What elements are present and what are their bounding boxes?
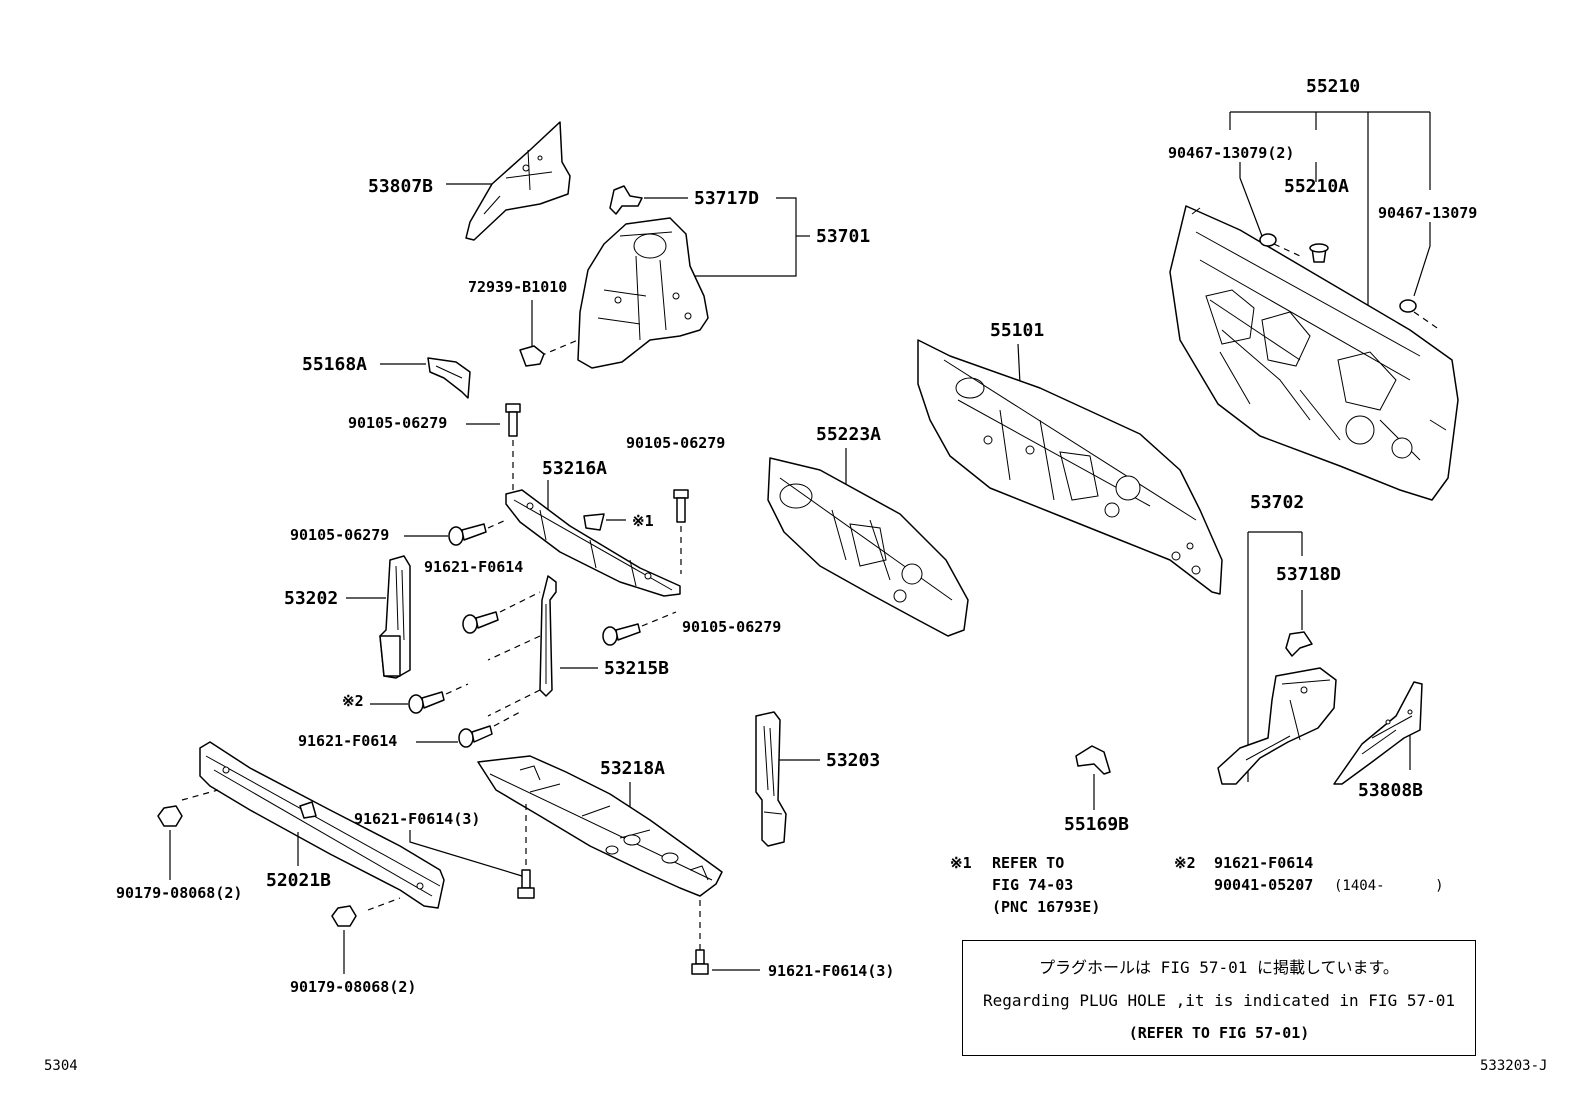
label-53808B: 53808B [1358,780,1423,801]
label-53203: 53203 [826,750,880,771]
label-90105-06279-d: 90105-06279 [682,618,781,636]
bracket-55169B [1075,745,1111,775]
label-55169B: 55169B [1064,814,1129,835]
bracket-53718D [1285,631,1313,657]
label-90467-13079: 90467-13079 [1378,204,1477,222]
bracket-55210 [1229,111,1431,310]
label-55210: 55210 [1306,76,1360,97]
label-53215B: 53215B [604,658,669,679]
bracket-53717D [609,185,643,215]
plug-hole-info-box: プラグホールは FIG 57-01 に掲載しています。 Regarding PL… [962,940,1476,1056]
label-53218A: 53218A [600,758,665,779]
label-90105-06279-b: 90105-06279 [626,434,725,452]
bolt-ref2 [408,691,445,714]
label-91621-F0614-a: 91621-F0614 [424,558,523,576]
label-ref1-mark: ※1 [632,512,654,530]
brace-53203 [755,711,787,847]
label-90179-08068-2-b: 90179-08068(2) [290,978,416,996]
footnote2-range: (1404- ) [1334,878,1444,894]
label-91621-F0614-3-a: 91621-F0614(3) [354,810,480,828]
nut-90179-b [331,905,357,927]
support-53218A [477,755,723,897]
page-ref-right: 533203-J [1480,1058,1547,1074]
dash-silencer-part [1169,205,1459,501]
label-91621-F0614-3-b: 91621-F0614(3) [768,962,894,980]
label-55210A: 55210A [1284,176,1349,197]
gusset-53807B [465,121,571,241]
apron-53702 [1217,667,1337,785]
info-japanese: プラグホールは FIG 57-01 に掲載しています。 [1039,957,1399,977]
footnote1-mark: ※1 [950,854,972,872]
bolt-90105-b [673,489,689,523]
label-90105-06279-c: 90105-06279 [290,526,389,544]
footnote1-line1: REFER TO [992,854,1064,872]
brace-53215B [539,575,557,697]
page-ref-left: 5304 [44,1058,78,1074]
bolt-90105-a [505,403,521,437]
footnote2-line2: 90041-05207 [1214,876,1313,894]
label-90105-06279-a: 90105-06279 [348,414,447,432]
footnote2-line1: 91621-F0614 [1214,854,1313,872]
info-refer: (REFER TO FIG 57-01) [1128,1024,1310,1043]
label-90467-13079-2: 90467-13079(2) [1168,144,1294,162]
clip-fasteners [1259,233,1441,331]
label-90179-08068-2-a: 90179-08068(2) [116,884,242,902]
ref1-bracket [583,513,605,531]
bolt-90105-d [602,623,641,646]
label-91621-F0614-b: 91621-F0614 [298,732,397,750]
label-55168A: 55168A [302,354,367,375]
bolt-91621-a [462,611,499,634]
label-72939-B1010: 72939-B1010 [468,278,567,296]
dash-panel-55101 [917,339,1223,595]
label-53807B: 53807B [368,176,433,197]
info-english: Regarding PLUG HOLE ,it is indicated in … [982,991,1455,1011]
apron-53701 [577,217,709,369]
bolt-91621-c [517,869,535,899]
bracket-55168A [427,357,471,399]
brace-53202 [379,555,411,679]
footnote2-mark: ※2 [1174,854,1196,872]
label-52021B: 52021B [266,870,331,891]
label-53718D: 53718D [1276,564,1341,585]
gusset-53808B [1333,681,1423,785]
nut-90179-a [157,805,183,827]
label-ref2-mark: ※2 [342,692,364,710]
bolt-91621-d [691,949,709,975]
label-55223A: 55223A [816,424,881,445]
label-53701: 53701 [816,226,870,247]
insulator-55223A [767,457,969,637]
bolt-90105-c [448,523,487,546]
label-53216A: 53216A [542,458,607,479]
label-53202: 53202 [284,588,338,609]
bolt-91621-b [458,725,493,748]
footnote1-line2: FIG 74-03 [992,876,1073,894]
label-53717D: 53717D [694,188,759,209]
clip-72939 [519,345,545,367]
label-53702: 53702 [1250,492,1304,513]
label-55101: 55101 [990,320,1044,341]
reinforcement-52021B [199,741,445,909]
support-53216A [505,489,681,597]
footnote1-line3: (PNC 16793E) [992,898,1100,916]
